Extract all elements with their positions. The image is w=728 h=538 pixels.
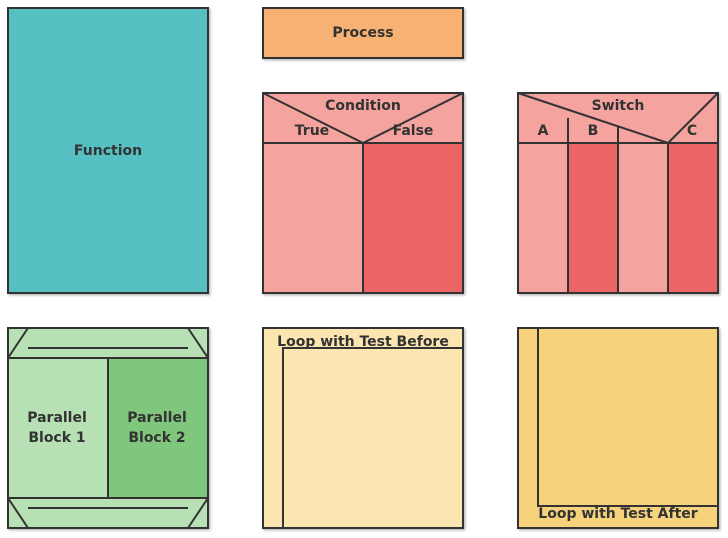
loop-before-label: Loop with Test Before <box>277 334 449 350</box>
parallel-block-1-line-2: Block 1 <box>28 430 85 446</box>
function-shape[interactable]: Function <box>7 7 209 294</box>
switch-diagonal-left <box>517 92 669 144</box>
condition-true-branch <box>262 142 364 294</box>
parallel-top-band <box>7 327 209 359</box>
switch-case-c-label: C <box>687 123 697 139</box>
condition-true-label: True <box>295 123 329 139</box>
parallel-top-diag-right <box>187 327 209 359</box>
switch-case-c <box>667 142 719 294</box>
parallel-block-2-line-2: Block 2 <box>128 430 185 446</box>
function-label: Function <box>74 143 142 159</box>
parallel-bottom-diag-left <box>7 497 29 529</box>
condition-false-label: False <box>393 123 434 139</box>
parallel-top-diag-left <box>7 327 29 359</box>
loop-before-shape[interactable]: Loop with Test Before <box>262 327 464 529</box>
switch-case-a-label: A <box>538 123 549 139</box>
switch-shape[interactable]: Switch A B C <box>517 92 719 294</box>
switch-diagonal-right <box>667 92 719 144</box>
condition-shape[interactable]: Condition True False <box>262 92 464 294</box>
process-box <box>262 7 464 59</box>
switch-case-b <box>567 142 619 294</box>
loop-after-label: Loop with Test After <box>538 506 698 522</box>
process-label: Process <box>332 25 393 41</box>
switch-case-b-label: B <box>588 123 599 139</box>
condition-title: Condition <box>325 98 401 114</box>
loop-after-shape[interactable]: Loop with Test After <box>517 327 719 529</box>
condition-false-branch <box>362 142 464 294</box>
parallel-block-1-line-1: Parallel <box>27 410 87 426</box>
parallel-shape[interactable]: Parallel Block 1 Parallel Block 2 <box>7 327 209 529</box>
loop-after-body <box>537 327 719 507</box>
condition-diagonal-left <box>262 92 364 144</box>
switch-title: Switch <box>592 98 645 114</box>
function-box <box>7 7 209 294</box>
switch-case-blank <box>617 142 669 294</box>
switch-case-a <box>517 142 569 294</box>
parallel-block-2 <box>107 357 209 499</box>
loop-before-body <box>282 347 464 529</box>
parallel-bottom-band <box>7 497 209 529</box>
parallel-bottom-diag-right <box>187 497 209 529</box>
condition-diagonal-right <box>362 92 464 144</box>
process-shape[interactable]: Process <box>262 7 464 59</box>
parallel-block-2-line-1: Parallel <box>127 410 187 426</box>
parallel-block-1 <box>7 357 109 499</box>
